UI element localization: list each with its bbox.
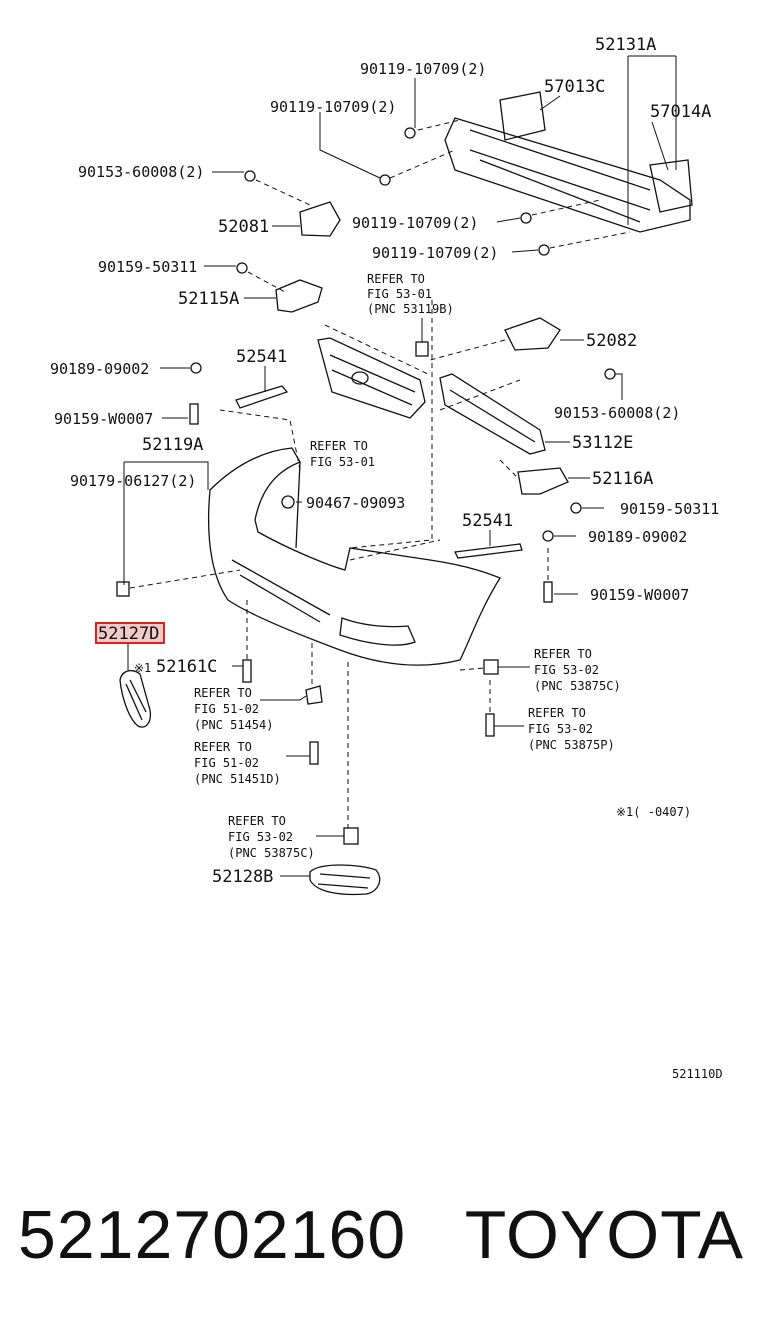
bracket-51454 — [260, 685, 323, 705]
refer-53875C-b-line1: REFER TO — [228, 814, 286, 828]
refer-53119B-line2: FIG 53-01 — [367, 287, 432, 301]
label-57013C: 57013C — [544, 77, 605, 97]
refer-51454-line1: REFER TO — [194, 686, 252, 700]
bolt-90153-a — [212, 170, 256, 182]
bolt-90119-c — [496, 212, 532, 224]
bracket-52116A — [517, 467, 590, 495]
screw-90159-c — [543, 581, 578, 603]
refer-53875C-b-line3: (PNC 53875C) — [228, 846, 315, 860]
label-90159-d: 90159-50311 — [620, 500, 719, 518]
bracket-52081 — [272, 201, 341, 237]
label-90119-b: 90119-10709(2) — [270, 98, 396, 116]
refer-51451D: REFER TO FIG 51-02 (PNC 51451D) — [194, 740, 281, 786]
label-90179: 90179-06127(2) — [70, 472, 196, 490]
parts-diagram: 52131A 57013C 57014A 90119-10709(2) 9011… — [50, 35, 723, 1081]
refer-53119B-line1: REFER TO — [367, 272, 425, 286]
bolt-90159-d — [570, 502, 604, 514]
label-52082: 52082 — [586, 331, 637, 351]
note-range: ※1( -0407) — [616, 805, 691, 819]
fog-cover-52128B — [280, 864, 381, 896]
part-number: 5212702160 — [18, 1197, 407, 1273]
refer-53875C-a-line2: FIG 53-02 — [534, 663, 599, 677]
refer-51451D-line3: (PNC 51451D) — [194, 772, 281, 786]
refer-53875P: REFER TO FIG 53-02 (PNC 53875P) — [528, 706, 615, 752]
label-52541-a: 52541 — [236, 347, 287, 367]
label-90119-d: 90119-10709(2) — [372, 244, 498, 262]
refer-51451D-line1: REFER TO — [194, 740, 252, 754]
label-53112E: 53112E — [572, 433, 633, 453]
footer: 5212702160 TOYOTA — [0, 1180, 760, 1290]
label-90189-b: 90189-09002 — [588, 528, 687, 546]
label-52128B: 52128B — [212, 867, 273, 887]
refer-53875P-line3: (PNC 53875P) — [528, 738, 615, 752]
label-90119-c: 90119-10709(2) — [352, 214, 478, 232]
bracket-52082 — [504, 317, 584, 351]
front-bumper-cover-52119A — [207, 447, 501, 666]
highlight-box — [95, 622, 165, 644]
refer-53875P-line2: FIG 53-02 — [528, 722, 593, 736]
bumper-reinforcement — [444, 91, 693, 233]
screw-53875P — [485, 713, 524, 737]
label-90159-c: 90159-W0007 — [590, 586, 689, 604]
screw-90159-b — [162, 403, 199, 425]
diagram-id: 521110D — [672, 1067, 723, 1081]
bolt-90119-b — [319, 112, 391, 186]
label-52116A: 52116A — [592, 469, 653, 489]
refer-53119B-line3: (PNC 53119B) — [367, 302, 454, 316]
label-90159-a: 90159-50311 — [98, 258, 197, 276]
bolt-90159-a — [204, 262, 248, 274]
label-52161C: 52161C — [156, 657, 217, 677]
lower-grille-53112E — [439, 373, 570, 455]
molding-52541-b — [454, 530, 523, 559]
label-52115A: 52115A — [178, 289, 239, 309]
refer-51451D-line2: FIG 51-02 — [194, 756, 259, 770]
molding-52541-a — [235, 366, 289, 409]
clip-53875C-b — [316, 827, 359, 845]
leader-52131A — [627, 55, 677, 225]
label-52081: 52081 — [218, 217, 269, 237]
radiator-grille — [317, 337, 426, 419]
label-52541-b: 52541 — [462, 511, 513, 531]
label-90119-a: 90119-10709(2) — [360, 60, 486, 78]
label-90189-a: 90189-09002 — [50, 360, 149, 378]
refer-51454-line3: (PNC 51454) — [194, 718, 273, 732]
clip-53875C-a — [483, 659, 530, 675]
refer-53-01: REFER TO FIG 53-01 — [310, 439, 375, 469]
refer-53-01-line2: FIG 53-01 — [310, 455, 375, 469]
refer-51454-line2: FIG 51-02 — [194, 702, 259, 716]
screw-51451D — [286, 741, 319, 765]
label-52131A: 52131A — [595, 35, 656, 55]
refer-53875P-line1: REFER TO — [528, 706, 586, 720]
note-mark: ※1 — [134, 661, 151, 675]
brand-name: TOYOTA — [464, 1197, 744, 1273]
refer-51454: REFER TO FIG 51-02 (PNC 51454) — [194, 686, 273, 732]
refer-53-01-line1: REFER TO — [310, 439, 368, 453]
refer-53875C-a-line1: REFER TO — [534, 647, 592, 661]
label-90153-b: 90153-60008(2) — [554, 404, 680, 422]
refer-53875C-a: REFER TO FIG 53-02 (PNC 53875C) — [534, 647, 621, 693]
label-90467: 90467-09093 — [306, 494, 405, 512]
refer-53875C-b: REFER TO FIG 53-02 (PNC 53875C) — [228, 814, 315, 860]
highlight-background — [96, 623, 164, 643]
clip-90189-a — [160, 362, 202, 374]
label-57014A: 57014A — [650, 102, 711, 122]
label-90153-a: 90153-60008(2) — [78, 163, 204, 181]
clip-90467 — [281, 495, 302, 509]
bracket-52115A — [244, 279, 323, 313]
refer-53875C-a-line3: (PNC 53875C) — [534, 679, 621, 693]
bolt-90119-a — [404, 78, 416, 139]
bolt-90153-b — [604, 368, 623, 400]
label-90159-b: 90159-W0007 — [54, 410, 153, 428]
label-52119A: 52119A — [142, 435, 203, 455]
refer-53119B: REFER TO FIG 53-01 (PNC 53119B) — [367, 272, 454, 316]
clip-53119B — [415, 318, 429, 357]
screw-52161C — [232, 659, 252, 683]
clip-90189-b — [542, 530, 576, 542]
refer-53875C-b-line2: FIG 53-02 — [228, 830, 293, 844]
leader-52119A — [116, 461, 209, 597]
fog-cover-52127D — [119, 644, 152, 728]
bolt-90119-d — [511, 244, 550, 256]
label-52127D: 52127D — [98, 624, 159, 644]
